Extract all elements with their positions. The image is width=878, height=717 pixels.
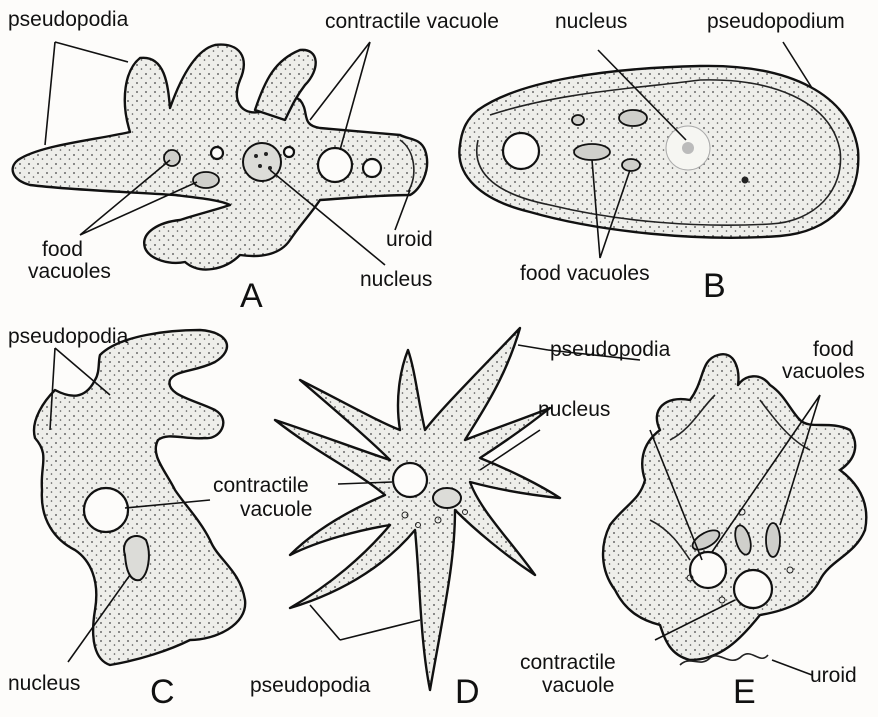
label-letter-c: C [150,674,175,710]
label-d-nucleus: nucleus [538,398,610,421]
label-b-nucleus: nucleus [555,10,627,33]
cell-e-contractile-vacuole [734,570,772,608]
cell-a [13,45,427,270]
cell-c-contractile-vacuole [84,488,128,532]
cell-b-food-vacuole-2 [619,110,647,126]
cell-b-food-vacuole-4 [622,159,640,171]
label-b-pseudopodium: pseudopodium [707,10,845,33]
cell-e-food-vacuole-3 [766,523,780,557]
cell-d [275,328,560,690]
cell-d-contractile-vacuole [393,463,427,497]
cell-b-granule [742,177,749,184]
label-e-food-line2: vacuoles [782,360,865,383]
cell-a-vacuole-3 [363,159,381,177]
label-c-nucleus: nucleus [8,672,80,695]
cell-a-food-vacuole-2 [193,172,219,188]
cell-e-body [603,354,866,660]
cell-e [603,354,866,665]
label-a-contractile-vacuole: contractile vacuole [325,10,499,33]
cell-b [459,66,858,238]
cell-e-nucleus [690,552,726,588]
cell-a-small-vacuole [211,147,223,159]
cell-b-food-vacuole-3 [574,144,610,160]
label-letter-a: A [240,278,263,314]
cell-d-body [275,328,560,690]
label-a-food-line2: vacuoles [28,260,111,283]
label-c-pseudopodia: pseudopodia [8,325,128,348]
cell-b-contractile-vacuole [503,133,539,169]
label-b-food-vacuoles: food vacuoles [520,262,650,285]
label-e-contractile-line2: vacuole [542,674,614,697]
label-e-food-line1: food [813,338,854,361]
label-a-uroid: uroid [386,228,433,251]
label-a-nucleus: nucleus [360,268,432,291]
cell-d-nucleus [433,488,461,508]
label-e-contractile-line1: contractile [520,651,616,674]
cell-b-food-vacuole-1 [572,115,584,125]
label-e-uroid: uroid [810,664,857,687]
cell-a-contractile-vacuole [318,148,352,182]
label-letter-b: B [703,268,726,304]
label-a-pseudopodia: pseudopodia [8,8,128,31]
label-c-contractile-line2: vacuole [240,498,312,521]
label-letter-d: D [455,674,480,710]
cell-c [34,330,245,665]
cell-c-body [34,330,245,665]
label-letter-e: E [733,674,756,710]
label-d-pseudopodia-top: pseudopodia [550,338,670,361]
label-a-food-line1: food [42,238,83,261]
label-d-pseudopodia-bottom: pseudopodia [250,674,370,697]
cell-a-small-vacuole-2 [284,147,294,157]
cell-a-upper-arm [255,50,316,120]
label-c-contractile-line1: contractile [213,474,309,497]
